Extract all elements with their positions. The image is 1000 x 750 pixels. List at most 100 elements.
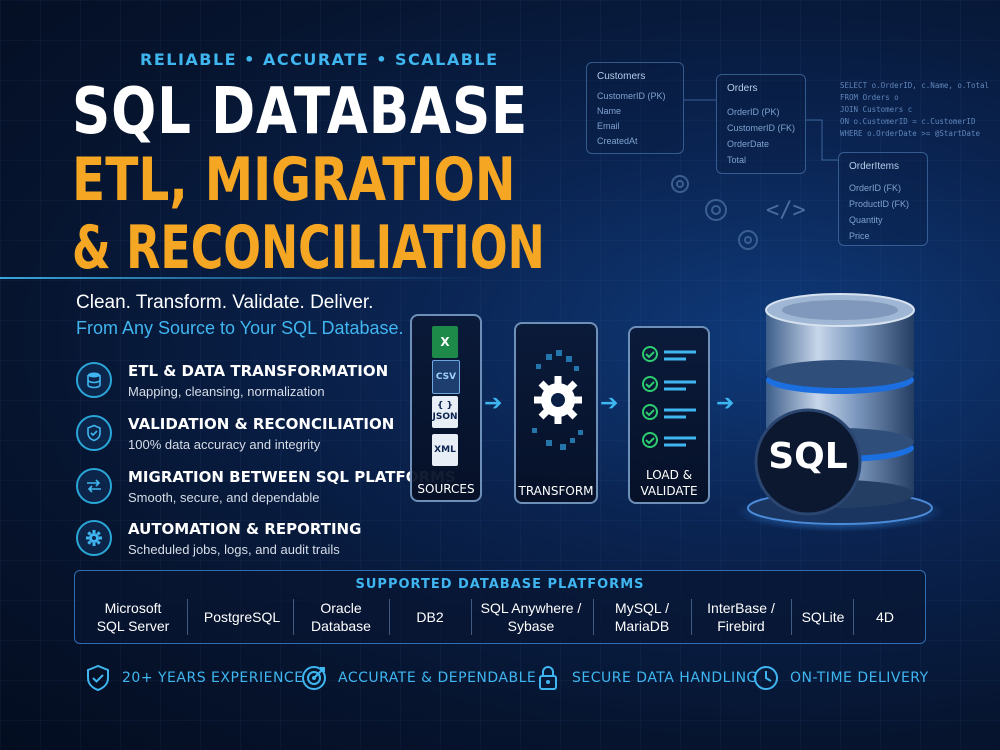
title-line-1: SQL DATABASE	[72, 75, 529, 149]
database-icon	[76, 362, 112, 398]
swap-arrows-icon	[76, 468, 112, 504]
tagline: RELIABLE • ACCURATE • SCALABLE	[140, 50, 499, 69]
platform-name: Microsoft	[104, 600, 162, 616]
divider	[293, 599, 294, 635]
divider	[187, 599, 188, 635]
title-line-2: ETL, MIGRATION	[72, 145, 516, 215]
feature-title: ETL & DATA TRANSFORMATION	[128, 362, 389, 380]
schema-field: CustomerID (FK)	[727, 123, 796, 133]
feature-etl: ETL & DATA TRANSFORMATION Mapping, clean…	[76, 360, 416, 406]
platform-mysql: MySQL / MariaDB	[595, 597, 689, 637]
divider	[853, 599, 854, 635]
sql-line: WHERE o.OrderDate >= @StartDate	[840, 129, 980, 138]
platform-name: SQLite	[801, 609, 845, 625]
header-divider	[0, 277, 480, 279]
feature-title: AUTOMATION & REPORTING	[128, 520, 362, 538]
transform-label: TRANSFORM	[518, 484, 594, 498]
schema-customers: Customers CustomerID (PK) Name Email Cre…	[586, 62, 684, 154]
feature-desc: Scheduled jobs, logs, and audit trails	[128, 542, 340, 557]
clock-icon	[754, 666, 778, 690]
sources-panel: X CSV { } JSON XML SOURCES	[410, 314, 482, 502]
divider	[389, 599, 390, 635]
subtitle-secondary: From Any Source to Your SQL Database.	[76, 318, 404, 338]
gear-decoration-icon	[671, 175, 758, 250]
schema-field: Total	[727, 155, 747, 165]
validate-label: VALIDATE	[640, 484, 698, 498]
footer-secure: SECURE DATA HANDLING	[534, 662, 758, 694]
load-validate-panel: LOAD & VALIDATE	[628, 326, 710, 504]
platforms-title: SUPPORTED DATABASE PLATFORMS	[355, 577, 645, 592]
platform-interbase: InterBase /Firebird	[693, 597, 789, 637]
sql-line: SELECT o.OrderID, c.Name, o.Total	[840, 81, 990, 90]
subtitle: Clean. Transform. Validate. Deliver.	[76, 292, 374, 313]
feature-title: MIGRATION BETWEEN SQL PLATFORMS	[128, 468, 456, 486]
divider	[471, 599, 472, 635]
platform-name-2: Database	[311, 618, 371, 634]
schema-field: Name	[597, 106, 622, 116]
csv-file-icon: CSV	[432, 360, 460, 394]
title-line-3: & RECONCILIATION	[72, 213, 545, 283]
arrow-right-icon: ➔	[716, 390, 735, 415]
footer-experience: 20+ YEARS EXPERIENCE	[84, 662, 304, 694]
platform-name: PostgreSQL	[203, 609, 281, 625]
sql-snippet: SELECT o.OrderID, c.Name, o.Total FROM O…	[840, 80, 989, 140]
xml-file-icon: XML	[432, 434, 458, 466]
target-icon	[302, 666, 326, 690]
shield-check-icon	[87, 664, 109, 692]
json-label: JSON	[432, 412, 458, 422]
schema-field: OrderDate	[727, 139, 770, 149]
schema-field: Quantity	[849, 215, 883, 225]
load-label: LOAD &	[645, 468, 693, 482]
excel-file-icon: X	[432, 326, 458, 358]
platform-name: DB2	[416, 609, 444, 625]
transform-gear-icon	[532, 350, 583, 450]
schema-table-title: Orders	[727, 83, 758, 94]
platform-db2: DB2	[391, 597, 469, 637]
schema-orderitems: OrderItems OrderID (FK) ProductID (FK) Q…	[838, 152, 928, 246]
code-icon: </>	[766, 198, 806, 223]
platform-postgresql: PostgreSQL	[191, 597, 293, 637]
json-file-icon: { } JSON	[432, 396, 458, 428]
arrow-right-icon: ➔	[484, 390, 503, 415]
sql-badge-label: SQL	[768, 436, 848, 477]
feature-desc: Mapping, cleansing, normalization	[128, 384, 325, 399]
schema-field: OrderID (PK)	[727, 107, 780, 117]
platform-name: MySQL /	[615, 600, 669, 616]
schema-field: CreatedAt	[597, 136, 638, 146]
footer-label: SECURE DATA HANDLING	[572, 670, 758, 686]
schema-table-title: OrderItems	[849, 161, 900, 172]
sources-label: SOURCES	[417, 482, 475, 496]
schema-table-title: Customers	[597, 71, 646, 82]
platform-name-2: Firebird	[717, 618, 765, 634]
platform-sybase: SQL Anywhere /Sybase	[473, 597, 589, 637]
platform-name-2: MariaDB	[614, 618, 670, 634]
feature-title: VALIDATION & RECONCILIATION	[128, 415, 395, 433]
feature-validation: VALIDATION & RECONCILIATION 100% data ac…	[76, 413, 416, 459]
platform-name-2: SQL Server	[96, 618, 170, 634]
schema-field: ProductID (FK)	[849, 199, 910, 209]
schema-field: Email	[597, 121, 620, 131]
platform-name: 4D	[876, 609, 894, 625]
platform-name: SQL Anywhere /	[480, 600, 582, 616]
shield-check-icon	[76, 415, 112, 451]
schema-connectors	[684, 99, 838, 161]
feature-automation: AUTOMATION & REPORTING Scheduled jobs, l…	[76, 518, 416, 564]
divider	[691, 599, 692, 635]
footer-accurate: ACCURATE & DEPENDABLE	[300, 662, 536, 694]
sql-line: ON o.CustomerID = c.CustomerID	[840, 117, 976, 126]
lock-icon	[539, 666, 557, 690]
sql-line: JOIN Customers c	[840, 105, 913, 114]
platform-4d: 4D	[855, 597, 915, 637]
sql-line: FROM Orders o	[840, 93, 899, 102]
divider	[791, 599, 792, 635]
feature-desc: 100% data accuracy and integrity	[128, 437, 321, 452]
schema-field: CustomerID (PK)	[597, 91, 666, 101]
transform-panel: TRANSFORM	[514, 322, 598, 504]
sql-database-icon	[736, 293, 944, 532]
footer-on-time: ON-TIME DELIVERY	[752, 662, 929, 694]
arrow-right-icon: ➔	[600, 390, 619, 415]
platform-sqlite: SQLite	[793, 597, 853, 637]
footer-label: 20+ YEARS EXPERIENCE	[122, 670, 304, 686]
